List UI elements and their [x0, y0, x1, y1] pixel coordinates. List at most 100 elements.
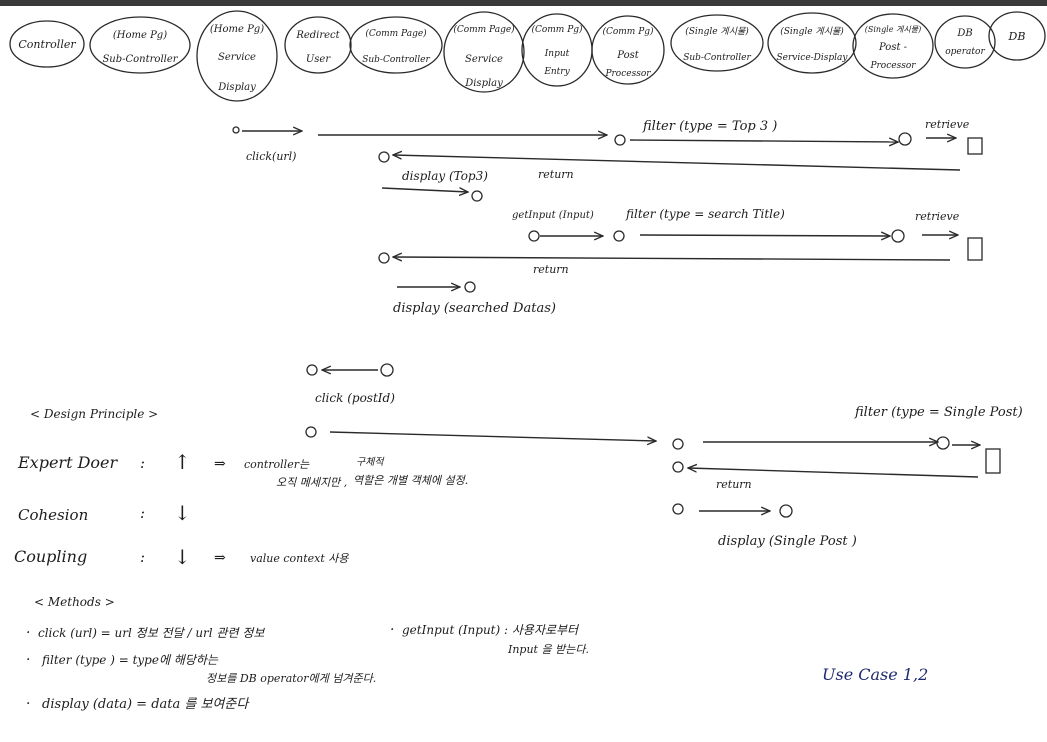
principles-title: < Design Principle >: [30, 407, 158, 421]
method-filter: filter (type ) = type에 해당하는: [41, 653, 219, 667]
scenario-top3: click(url) filter (type = Top 3 ) retrie…: [232, 118, 983, 202]
activation-dot: [672, 503, 684, 515]
arrow-to-single-sub: [329, 431, 656, 441]
lifeline-label: Display: [464, 78, 503, 89]
lifeline-label: User: [306, 54, 331, 65]
activation-dot: [380, 363, 394, 377]
lifeline-label: Service-Display: [777, 53, 849, 63]
arrow-display-top3: [381, 188, 468, 192]
arrow-return-1: [393, 155, 961, 171]
activation-dot: [378, 252, 390, 264]
msg-return-3: return: [716, 478, 752, 491]
method-display: display (data) = data 를 보여준다: [42, 697, 250, 712]
activation-dot: [613, 230, 625, 242]
msg-display-searched: display (searched Datas): [393, 301, 556, 316]
arrow-filter-top3: [629, 140, 898, 142]
activation-dot: [672, 438, 684, 450]
activation-dot: [232, 126, 240, 134]
principle-name: Cohesion: [18, 506, 88, 524]
msg-return-2: return: [533, 263, 569, 276]
principle-note: value context 사용: [250, 552, 349, 565]
arrow-down-icon: ↓: [174, 501, 191, 525]
methods: < Methods > · click (url) = url 정보 전달 / …: [26, 595, 589, 712]
activation-dot: [378, 151, 390, 163]
design-principles: < Design Principle > Expert Doer : ↑ ⇒ c…: [14, 407, 468, 569]
lifeline-label: DB: [1008, 30, 1026, 43]
lifeline-label: (Comm Page): [365, 28, 427, 39]
implies-icon: ⇒: [214, 550, 226, 566]
principle-colon: :: [140, 504, 145, 522]
method-filter-cont: 정보를 DB operator에게 넘겨준다.: [206, 672, 376, 685]
lifeline-label: (Single 게시물): [865, 25, 921, 34]
arrow-return-2: [393, 257, 951, 260]
db-storage-icon: [967, 237, 983, 261]
principle-colon: :: [140, 548, 145, 566]
lifeline-label: Service: [465, 54, 503, 65]
activation-dot: [891, 229, 905, 243]
lifeline-label: Display: [217, 82, 256, 93]
principle-colon: :: [140, 454, 145, 472]
msg-click-url: click(url): [246, 150, 296, 163]
lifeline-label: Entry: [543, 67, 570, 77]
principle-name: Coupling: [14, 547, 87, 566]
scenario-search: getInput (Input) filter (type = search T…: [378, 207, 983, 316]
lifeline-db-operator: DB operator: [934, 15, 996, 69]
principle-note: controller는: [244, 458, 310, 471]
lifeline-label: Service: [218, 52, 256, 63]
msg-filter-top3: filter (type = Top 3 ): [642, 119, 777, 134]
lifeline-label: Processor: [604, 69, 651, 79]
activation-dot: [464, 281, 476, 293]
use-case-label: Use Case 1,2: [822, 665, 928, 684]
lifeline-label: DB: [956, 28, 972, 39]
activation-dot: [936, 436, 950, 450]
lifeline-label: Input: [544, 49, 570, 59]
lifeline-label: (Comm Pg): [531, 24, 583, 35]
lifeline-label: Sub-Controller: [362, 55, 430, 65]
methods-title: < Methods >: [34, 595, 115, 609]
activation-dot: [779, 504, 793, 518]
lifeline-label: (Comm Page): [453, 24, 515, 35]
implies-icon: ⇒: [214, 456, 226, 472]
lifeline-redirect-user: Redirect User: [284, 16, 352, 74]
method-bullet: ·: [390, 622, 394, 638]
principle-name: Expert Doer: [17, 453, 119, 472]
lifeline-label: (Single 게시물): [780, 26, 844, 37]
scenario-single-post: click (postId) filter (type = Single Pos…: [305, 363, 1023, 549]
lifeline-label: Post: [616, 50, 639, 61]
principle-extra: 구체적: [356, 456, 385, 468]
activation-dot: [305, 426, 317, 438]
lifeline-controller: Controller: [9, 20, 85, 68]
arrow-up-icon: ↑: [174, 450, 191, 474]
method-bullet: ·: [26, 625, 30, 641]
msg-get-input: getInput (Input): [512, 210, 594, 221]
principle-extra: 역할은 개별 객체에 설정.: [353, 474, 468, 487]
method-bullet: ·: [26, 696, 30, 712]
lifeline-single-service-display: (Single 게시물) Service-Display: [767, 12, 857, 74]
lifeline-comm-post-processor: (Comm Pg) Post Processor: [591, 15, 665, 85]
lifeline-label: Processor: [869, 61, 916, 71]
lifeline-label: (Single 게시물): [685, 26, 749, 37]
lifeline-home-sub-controller: (Home Pg) Sub-Controller: [89, 16, 191, 74]
lifeline-comm-service-display: (Comm Page) Service Display: [443, 11, 525, 93]
lifeline-comm-sub-controller: (Comm Page) Sub-Controller: [349, 16, 443, 74]
activation-dot: [672, 461, 684, 473]
method-get-input: getInput (Input) : 사용자로부터: [402, 623, 580, 637]
db-storage-icon: [985, 448, 1001, 474]
lifeline-label: Post -: [878, 42, 908, 53]
db-storage-icon: [967, 137, 983, 155]
msg-display-top3: display (Top3): [402, 169, 488, 183]
msg-filter-search: filter (type = search Title): [625, 207, 785, 221]
lifeline-single-sub-controller: (Single 게시물) Sub-Controller: [670, 14, 764, 72]
lifeline-label: Controller: [18, 38, 76, 51]
arrow-filter-search: [639, 235, 890, 236]
activation-dot: [614, 134, 626, 146]
lifeline-single-post-processor: (Single 게시물) Post - Processor: [852, 13, 934, 79]
lifeline-comm-input-entry: (Comm Pg) Input Entry: [521, 13, 593, 87]
activation-dot: [528, 230, 540, 242]
activation-dot: [306, 364, 318, 376]
principle-note: 오직 메세지만 ,: [276, 476, 347, 489]
lifeline-label: (Comm Pg): [602, 26, 654, 37]
msg-retrieve-1: retrieve: [925, 118, 970, 131]
arrow-down-icon: ↓: [174, 545, 191, 569]
lifeline-home-service-display: (Home Pg) Service Display: [196, 10, 278, 102]
